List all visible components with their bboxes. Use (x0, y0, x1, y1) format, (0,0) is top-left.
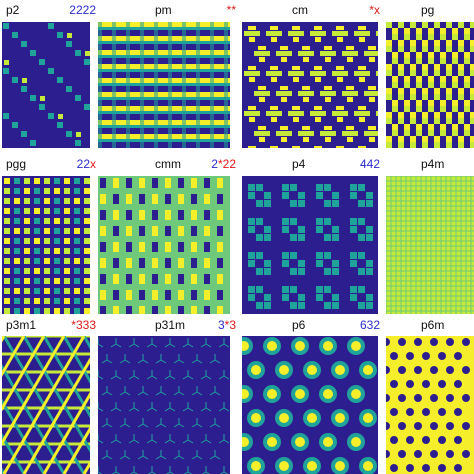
pattern-panel-pgg (2, 176, 90, 314)
pattern-image-p2 (2, 22, 90, 148)
pattern-panel-p6 (242, 336, 378, 474)
orbifold-part: 2222 (69, 3, 96, 17)
orbifold-part: *22 (217, 157, 236, 171)
pattern-panel-p3m1 (2, 336, 90, 474)
pattern-image-p6m (386, 336, 474, 474)
pattern-panel-p6m (386, 336, 474, 474)
group-label: p2 (6, 3, 20, 17)
orbifold-notation: 22x (77, 157, 96, 171)
group-label: p4 (292, 157, 306, 171)
group-label: cm (292, 3, 308, 17)
pattern-panel-p4 (242, 176, 378, 314)
pattern-panel-cm (242, 22, 378, 148)
group-label: pm (155, 3, 172, 17)
pattern-image-p31m (98, 336, 230, 474)
pattern-image-cmm (98, 176, 230, 314)
orbifold-part: x (90, 157, 96, 171)
orbifold-notation: *x (369, 3, 380, 17)
orbifold-part: *333 (71, 318, 96, 332)
orbifold-part: *x (369, 3, 380, 17)
pattern-image-pm (98, 22, 230, 148)
pattern-panel-pg (386, 22, 474, 148)
group-label: pgg (6, 157, 27, 171)
group-label: p6m (421, 318, 445, 332)
orbifold-notation: 442 (360, 157, 380, 171)
pattern-panel-p2 (2, 22, 90, 148)
pattern-image-cm (242, 22, 378, 148)
orbifold-part: 442 (359, 157, 380, 171)
orbifold-part: 2 (211, 157, 218, 171)
pattern-image-p3m1 (2, 336, 90, 474)
orbifold-part: 22 (76, 157, 90, 171)
orbifold-notation: 632 (360, 318, 380, 332)
pattern-image-pg (386, 22, 474, 148)
group-label: pg (421, 3, 435, 17)
group-label: cmm (155, 157, 181, 171)
pattern-image-p4 (242, 176, 378, 314)
orbifold-notation: 3*3 (218, 318, 236, 332)
pattern-image-p6 (242, 336, 378, 474)
pattern-image-p4m (386, 176, 474, 314)
group-label: p3m1 (6, 318, 37, 332)
pattern-image-pgg (2, 176, 90, 314)
orbifold-notation: 2*22 (211, 157, 236, 171)
orbifold-part: ** (226, 3, 236, 17)
pattern-panel-p4m (386, 176, 474, 314)
orbifold-part: 632 (359, 318, 380, 332)
group-label: p31m (155, 318, 186, 332)
orbifold-part: *3 (224, 318, 236, 332)
orbifold-part: 3 (217, 318, 225, 332)
group-label: p4m (421, 157, 445, 171)
orbifold-notation: 2222 (69, 3, 96, 17)
pattern-panel-pm (98, 22, 230, 148)
pattern-panel-cmm (98, 176, 230, 314)
orbifold-notation: ** (227, 3, 236, 17)
orbifold-notation: *333 (71, 318, 96, 332)
group-label: p6 (292, 318, 306, 332)
pattern-panel-p31m (98, 336, 230, 474)
